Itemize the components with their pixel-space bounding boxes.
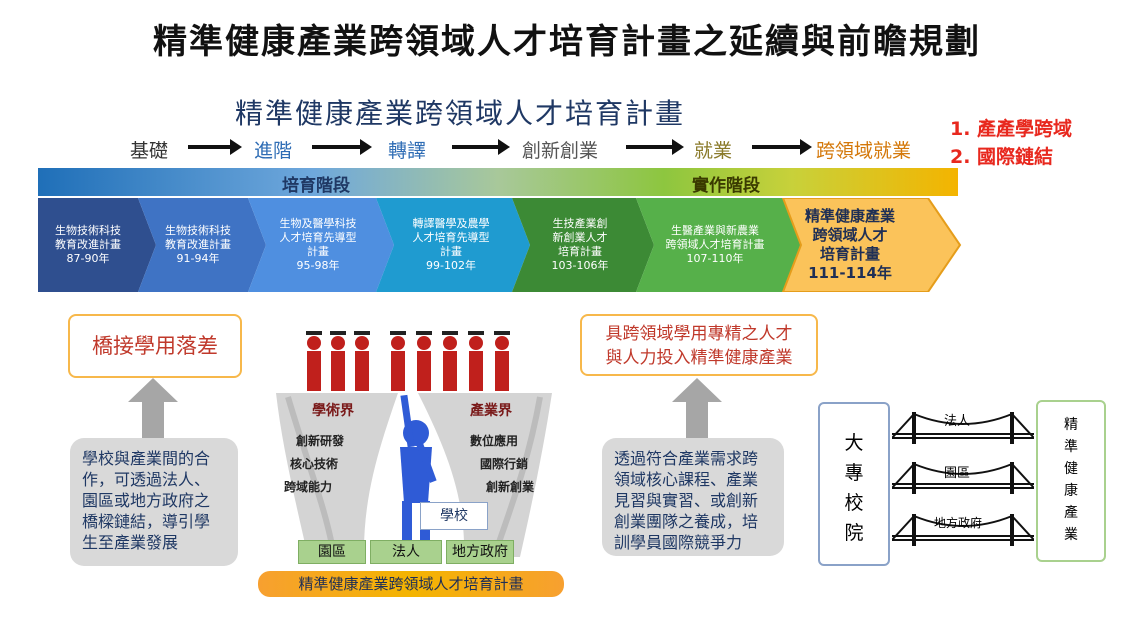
stage-arrow <box>752 139 812 155</box>
bridge-gap-box: 橋接學用落差 <box>68 314 242 378</box>
plan-banner: 精準健康產業跨領域人才培育計畫 <box>258 571 564 597</box>
industry-box: 精準健康產業 <box>1036 400 1106 562</box>
chevron-shape <box>636 198 801 292</box>
graduate-icons <box>306 331 510 391</box>
chevron-shape <box>512 198 654 292</box>
stage-cross-employment: 跨領域就業 <box>816 140 912 162</box>
main-title: 精準健康產業跨領域人才培育計畫之延續與前瞻規劃 <box>153 22 981 62</box>
right-description: 透過符合產業需求跨領域核心課程、產業見習與實習、或創新 創業團隊之養成，培訓學員… <box>602 438 784 556</box>
ground-local-gov: 地方政府 <box>446 540 514 564</box>
link-park: 園區 <box>944 466 971 481</box>
school-label: 學校 <box>420 502 488 530</box>
chevron-shape <box>781 198 962 292</box>
up-arrow-icon <box>672 378 722 438</box>
bridge-icon <box>892 462 1034 494</box>
chevron-shape <box>38 198 156 292</box>
stage-arrow <box>312 139 372 155</box>
chevron-shape <box>248 198 394 292</box>
subtitle: 精準健康產業跨領域人才培育計畫 <box>234 97 685 130</box>
industry-label: 產業界 <box>470 403 512 419</box>
up-arrow-icon <box>128 378 178 438</box>
talent-illustration <box>276 331 552 558</box>
industry-words: 數位應用國際行銷創新創業 <box>470 434 535 494</box>
stage-startup: 創新創業 <box>522 140 599 162</box>
red-list-item-2: 2. 國際鏈結 <box>950 146 1054 168</box>
bridge-icon <box>892 412 1034 444</box>
left-description: 學校與產業間的合作，可透過法人、園區或地方政府之 橋樑鏈結，導引學生至產業發展 <box>70 438 238 566</box>
stage-arrow <box>188 139 242 155</box>
stage-arrow <box>626 139 684 155</box>
chevron-shape <box>376 198 530 292</box>
link-local-gov: 地方政府 <box>934 516 983 530</box>
stage-advanced: 進階 <box>254 140 293 162</box>
bridge-icon <box>892 514 1034 546</box>
talent-box: 具跨領域學用專精之人才與人力投入精準健康產業 <box>580 314 818 376</box>
university-box: 大專校院 <box>818 402 890 566</box>
left-curtain <box>276 393 398 557</box>
right-curtain <box>418 393 552 557</box>
ground-park: 園區 <box>298 540 366 564</box>
phase-practice: 實作階段 <box>692 176 760 196</box>
ground-legal: 法人 <box>370 540 442 564</box>
red-list-item-1: 1. 產產學跨域 <box>950 118 1073 140</box>
phase-bar <box>38 168 958 196</box>
bridge-links <box>892 412 1034 546</box>
academia-words: 創新研發核心技術跨域能力 <box>284 434 345 494</box>
phase-cultivation: 培育階段 <box>282 176 350 196</box>
link-legal: 法人 <box>944 414 971 429</box>
blue-person-icon <box>400 394 437 549</box>
chevron-shape <box>138 198 266 292</box>
stage-basic: 基礎 <box>130 140 169 162</box>
academia-label: 學術界 <box>312 403 354 419</box>
stage-employment: 就業 <box>694 140 733 162</box>
stage-translation: 轉譯 <box>388 140 427 162</box>
stage-arrow <box>452 139 510 155</box>
timeline-chevrons <box>38 198 962 292</box>
